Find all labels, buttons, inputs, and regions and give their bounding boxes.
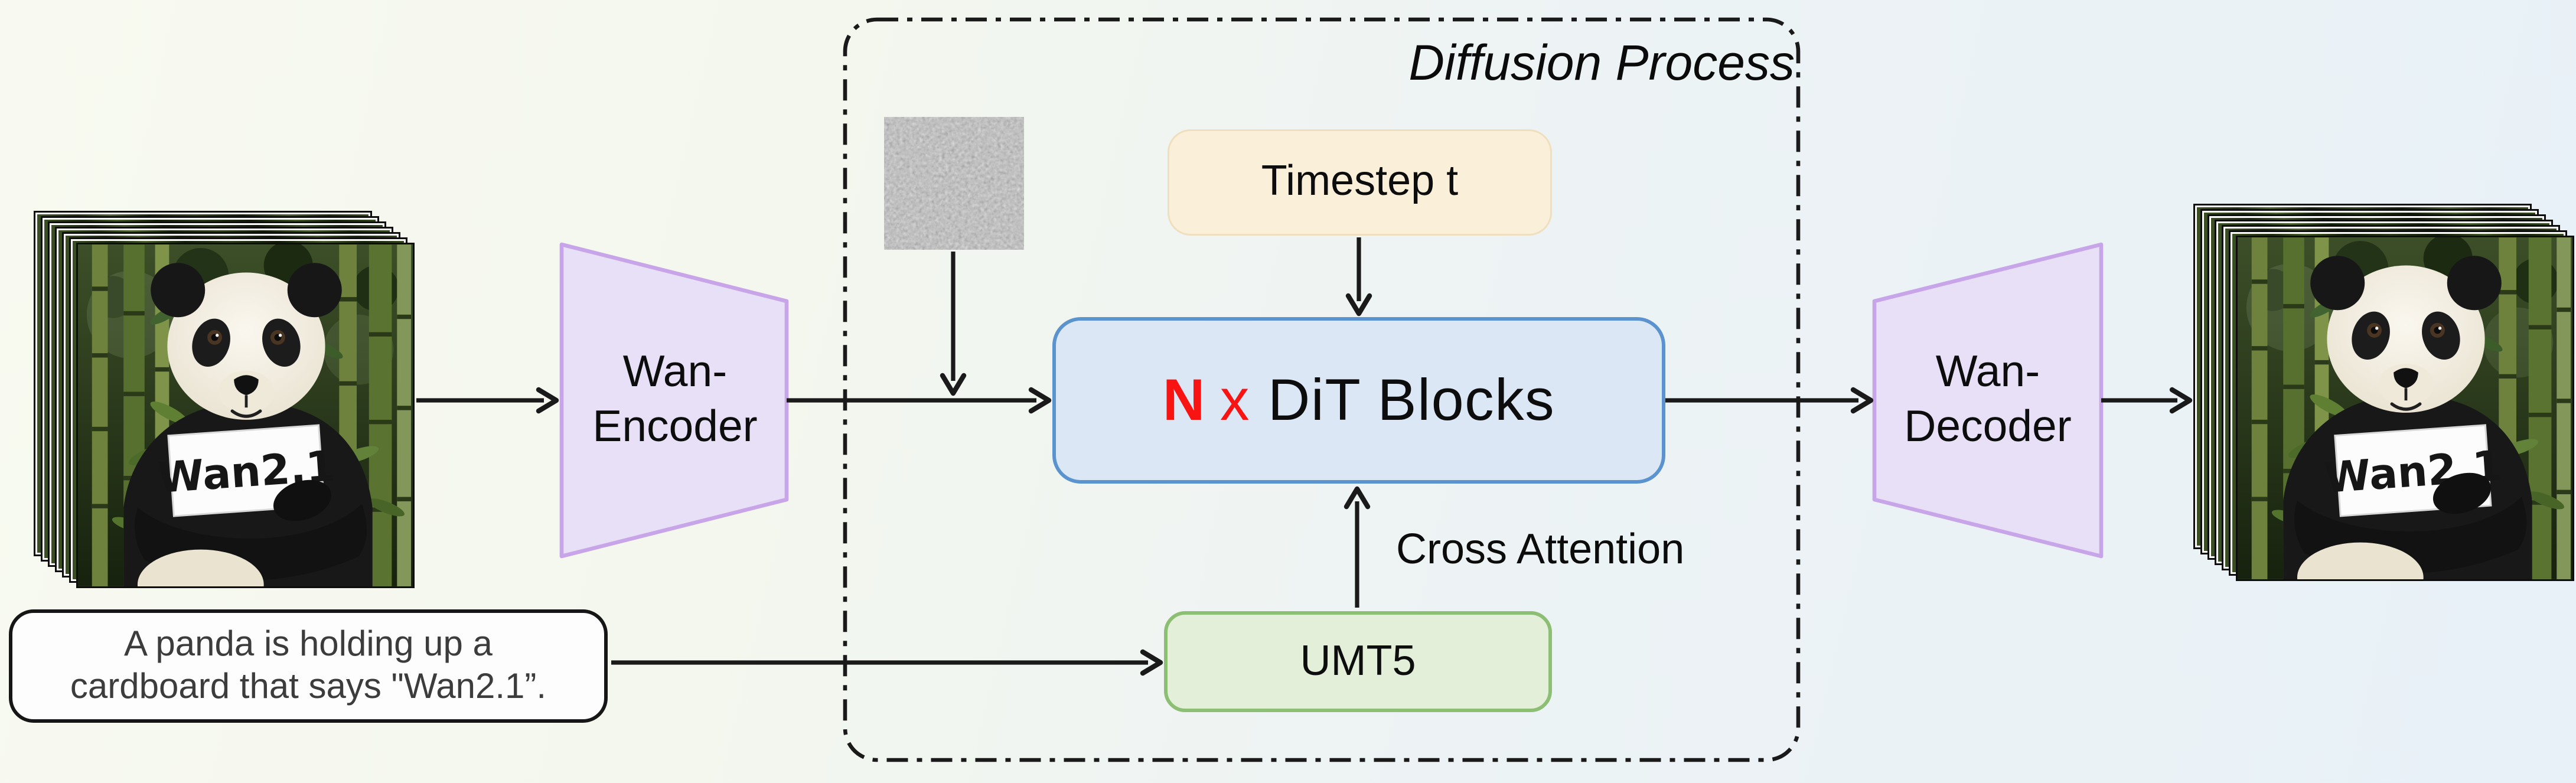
dit-times-symbol: x — [1219, 367, 1250, 432]
wan-decoder-label-line1: Wan- — [1935, 347, 2040, 397]
panda-video-frame-image: Wan2.1 — [2238, 237, 2572, 579]
wan-encoder-label-line1: Wan- — [622, 347, 728, 397]
wan-decoder-label: Wan- Decoder — [1874, 345, 2101, 455]
umt5-label: UMT5 — [1300, 637, 1416, 685]
wan-encoder-trapezoid — [559, 242, 789, 559]
prompt-line-2: cardboard that says "Wan2.1”. — [70, 668, 547, 707]
video-frame-front: Wan2.1 — [76, 243, 415, 588]
cross-attention-label: Cross Attention — [1396, 526, 1685, 574]
prompt-text-box: A panda is holding up a cardboard that s… — [9, 609, 608, 723]
dit-blocks-text: DiT Blocks — [1267, 367, 1556, 432]
wan-encoder-label: Wan- Encoder — [562, 345, 788, 455]
dit-n-count: N — [1162, 367, 1206, 432]
umt5-node: UMT5 — [1164, 611, 1552, 712]
panda-video-frame-image: Wan2.1 — [78, 244, 413, 586]
panda: Wan2.1 — [123, 263, 373, 586]
timestep-node: Timestep t — [1168, 129, 1552, 236]
video-frame-front: Wan2.1 — [2236, 236, 2574, 581]
diffusion-process-dashed-box — [843, 17, 1801, 762]
diffusion-process-title: Diffusion Process — [1408, 35, 1795, 90]
panda: Wan2.1 — [2283, 256, 2532, 579]
wan-decoder-trapezoid — [1872, 242, 2104, 559]
wan-decoder-label-line2: Decoder — [1904, 402, 2072, 452]
wan-encoder-label-line2: Encoder — [592, 402, 758, 452]
gaussian-noise-image — [884, 117, 1024, 250]
prompt-line-1: A panda is holding up a — [124, 624, 493, 664]
timestep-label: Timestep t — [1261, 158, 1459, 205]
